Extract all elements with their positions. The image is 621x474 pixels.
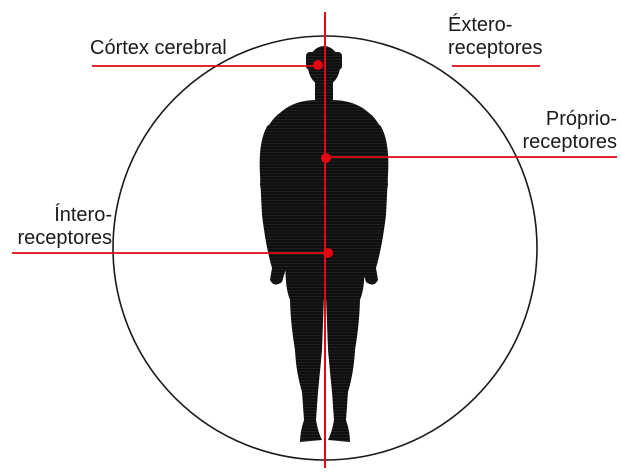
extero-label-line1: Éxtero- (448, 14, 543, 37)
extero-label: Éxtero- receptores (448, 14, 543, 60)
proprio-label-line1: Próprio- (523, 108, 618, 131)
proprio-marker (321, 153, 331, 163)
cortex-label: Córtex cerebral (90, 37, 227, 60)
intero-marker (323, 248, 333, 258)
intero-label-line1: Íntero- (12, 204, 112, 227)
proprio-label-line2: receptores (523, 131, 618, 154)
extero-label-line2: receptores (448, 37, 543, 60)
cortex-marker (313, 60, 323, 70)
proprio-label: Próprio- receptores (523, 108, 618, 154)
intero-label-line2: receptores (12, 227, 112, 250)
cortex-label-text: Córtex cerebral (90, 37, 227, 60)
intero-label: Íntero- receptores (12, 204, 112, 250)
